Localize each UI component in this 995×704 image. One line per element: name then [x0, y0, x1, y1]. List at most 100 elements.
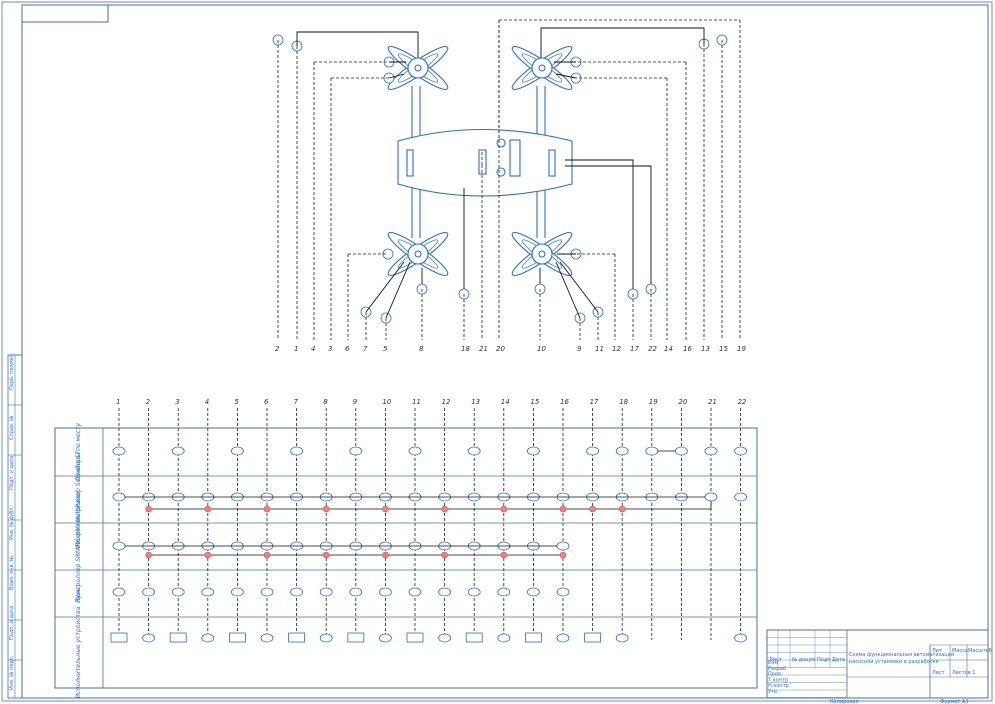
alarm-marker	[500, 505, 508, 513]
signal-line	[565, 165, 652, 284]
field-instrument	[586, 446, 599, 456]
row-label: Пульт	[75, 584, 82, 603]
controller-node	[112, 492, 126, 502]
copied-label: Копировал	[830, 699, 859, 704]
side-stamp-label: Взам. инв. №	[9, 555, 15, 590]
signal-line	[296, 31, 419, 58]
field-instrument	[527, 446, 540, 456]
fan-axle	[414, 64, 422, 72]
row-label: Контроллер SIMATIC HMI MultiPanel	[75, 491, 82, 602]
actuator-node	[615, 633, 629, 643]
column-number: 13	[471, 398, 480, 406]
actuator-node	[260, 633, 274, 643]
field-instrument	[230, 446, 244, 456]
row-label: Микро-контроллер Siemens S7	[75, 451, 82, 548]
row-label: Приборы по месту	[75, 422, 82, 481]
column-number: 3	[175, 398, 179, 406]
top-line-number: 16	[683, 345, 692, 353]
column-number: 17	[590, 398, 599, 406]
column-number: 22	[738, 398, 747, 406]
actuator-node	[201, 633, 215, 643]
actuator-box	[406, 632, 424, 643]
top-line-number: 14	[664, 345, 673, 353]
field-instrument	[112, 446, 126, 456]
alarm-marker	[441, 505, 448, 513]
console-node	[201, 587, 215, 597]
console-node	[497, 587, 511, 597]
alarm-marker	[441, 551, 448, 559]
corner-stamp	[21, 4, 109, 23]
dashed-leads	[277, 19, 741, 340]
column-number: 15	[530, 398, 539, 406]
field-instrument	[171, 446, 185, 456]
top-line-number: 8	[419, 345, 424, 353]
signal-line	[388, 73, 405, 79]
unit-slot-left	[406, 149, 414, 177]
actuator-node	[438, 633, 452, 643]
column-number: 6	[264, 398, 269, 406]
column-number: 9	[353, 398, 358, 406]
top-line-number: 4	[311, 345, 315, 353]
title-role: Разраб	[768, 666, 786, 672]
unit-valve-bottom	[496, 167, 506, 177]
unit-valve-top	[496, 138, 506, 148]
actuator-node	[319, 633, 333, 643]
signal-line	[385, 261, 411, 319]
actuator-node	[142, 633, 156, 643]
side-stamp-label: Справ. №	[9, 415, 15, 440]
side-stamp-label: Подп. и дата	[9, 456, 15, 490]
console-node	[171, 587, 185, 597]
actuator-box	[228, 632, 246, 643]
column-number: 14	[501, 398, 510, 406]
alarm-marker	[589, 505, 596, 513]
column-number: 11	[412, 398, 421, 406]
col-lit: Лит	[932, 648, 942, 654]
top-line-number: 19	[737, 345, 746, 353]
title-header-cell: № докум	[792, 657, 815, 663]
top-line-number: 22	[648, 345, 657, 353]
title-line-1: Схема функциональная автоматизации	[849, 652, 954, 658]
sheet-label: Лист	[932, 670, 945, 676]
signal-line	[540, 27, 705, 58]
column-number: 8	[323, 398, 328, 406]
top-line-number: 3	[328, 345, 332, 353]
field-instrument	[615, 446, 629, 456]
title-header-cell: Дата	[832, 657, 845, 663]
alarm-marker	[322, 551, 330, 559]
hmi-node	[556, 541, 570, 551]
alarm-marker	[322, 505, 330, 513]
field-instrument	[734, 446, 747, 456]
title-role: Н.контр	[768, 683, 789, 689]
controller-node	[734, 492, 747, 502]
sheets-label: Листов 1	[952, 670, 975, 676]
top-line-number: 1	[294, 345, 298, 353]
top-line-number: 12	[612, 345, 621, 353]
field-instrument	[645, 446, 659, 456]
console-node	[378, 587, 392, 597]
row-label: Исполнительные устройства	[75, 606, 82, 698]
console-node	[408, 587, 422, 597]
column-number: 16	[560, 398, 569, 406]
field-instrument	[704, 446, 718, 456]
console-node	[556, 587, 570, 597]
console-node	[319, 587, 333, 597]
top-line-number: 17	[630, 345, 639, 353]
column-number: 10	[382, 398, 391, 406]
actuator-box	[465, 632, 483, 643]
title-block-frame	[766, 629, 989, 699]
alarm-marker	[618, 505, 626, 513]
alarm-marker	[382, 505, 389, 513]
top-line-number: 7	[363, 345, 368, 353]
alarm-marker	[500, 551, 508, 559]
field-instrument	[675, 446, 688, 456]
top-line-number: 21	[479, 345, 488, 353]
console-node	[112, 587, 126, 597]
title-line-2: насосной установки в разработке	[849, 658, 939, 665]
alarm-marker	[204, 505, 212, 513]
actuator-node	[556, 633, 570, 643]
alarm-marker	[559, 505, 567, 513]
alarm-marker	[204, 551, 212, 559]
